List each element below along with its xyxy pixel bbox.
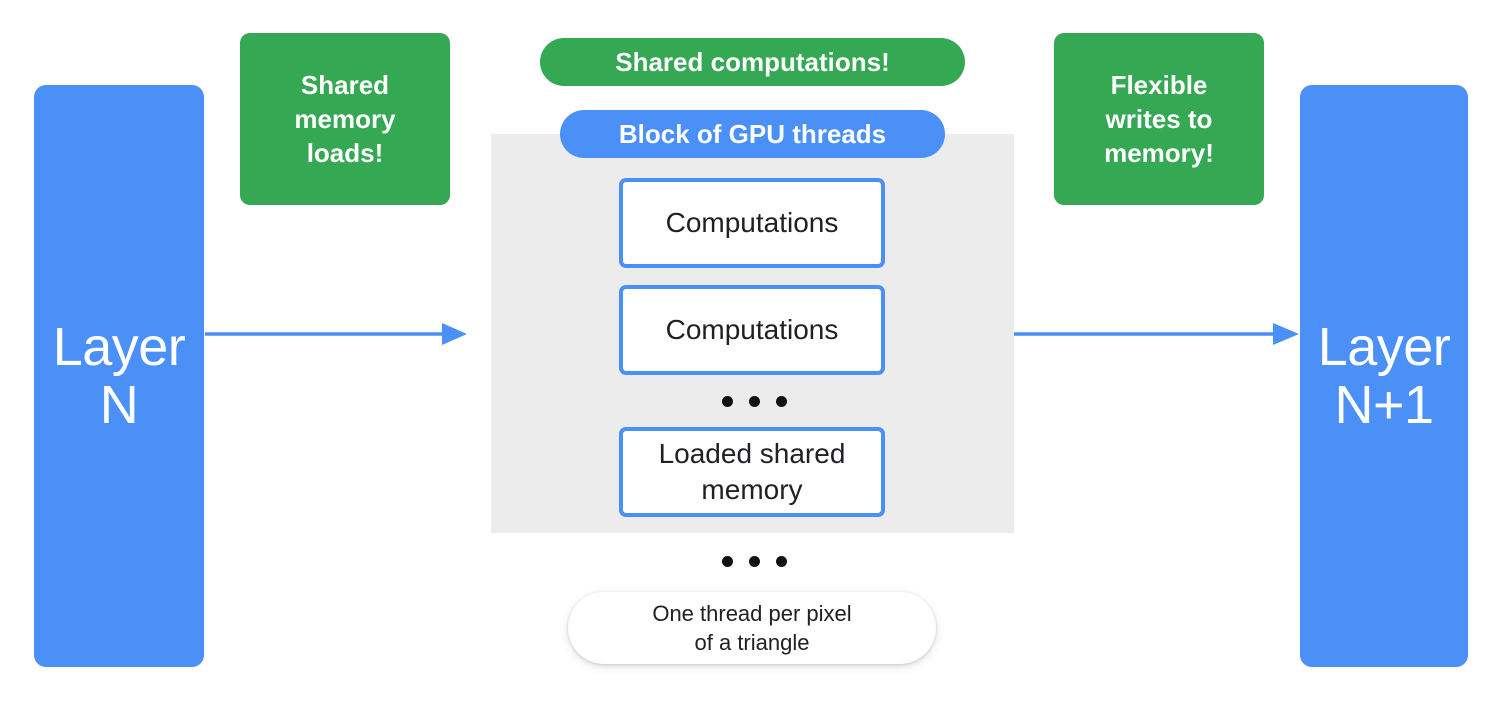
layer-n-label: Layer N (52, 316, 186, 435)
thread-box-computations-1: Computations (619, 178, 885, 268)
ellipsis-dot (749, 396, 760, 407)
ellipsis-threads-inner-icon (722, 396, 787, 407)
thread-box-loaded-line1: Loaded shared (658, 437, 846, 469)
arrow-layer-n-to-block-icon (205, 318, 470, 355)
pill-one-thread-per-pixel-label: One thread per pixel of a triangle (652, 599, 851, 658)
callout-right-line1: Flexible (1110, 69, 1208, 100)
pill-one-thread-line2: of a triangle (694, 630, 810, 655)
ellipsis-dot (749, 556, 760, 567)
ellipsis-dot (776, 396, 787, 407)
thread-box-loaded-shared-memory-label: Loaded shared memory (659, 436, 846, 509)
pill-shared-computations: Shared computations! (540, 38, 965, 86)
layer-n1-label-line2: N+1 (1334, 375, 1434, 435)
callout-right-line3: memory! (1104, 138, 1214, 169)
pill-block-of-gpu-threads: Block of GPU threads (560, 110, 945, 158)
ellipsis-dot (776, 556, 787, 567)
ellipsis-blocks-outer-icon (722, 556, 787, 567)
layer-n-block: Layer N (34, 85, 204, 667)
thread-box-computations-2-label: Computations (665, 313, 839, 345)
layer-n1-label: Layer N+1 (1317, 316, 1451, 435)
layer-n1-block: Layer N+1 (1300, 85, 1468, 667)
pill-one-thread-line1: One thread per pixel (652, 600, 852, 626)
ellipsis-dot (722, 556, 733, 567)
arrow-block-to-layer-n1-icon (1014, 318, 1304, 355)
thread-box-loaded-shared-memory: Loaded shared memory (619, 427, 885, 517)
callout-left-line3: loads! (306, 138, 384, 169)
ellipsis-dot (722, 396, 733, 407)
thread-box-computations-1-label: Computations (665, 206, 839, 238)
layer-n1-label-line1: Layer (1317, 316, 1451, 377)
pill-shared-computations-label: Shared computations! (615, 46, 890, 77)
callout-shared-memory-loads: Shared memory loads! (240, 33, 450, 205)
callout-flexible-writes-text: Flexible writes to memory! (1104, 68, 1214, 171)
callout-right-line2: writes to (1105, 103, 1213, 134)
callout-left-line2: memory (294, 103, 396, 134)
thread-box-computations-2: Computations (619, 285, 885, 375)
pill-block-of-gpu-threads-label: Block of GPU threads (618, 118, 887, 149)
callout-shared-memory-loads-text: Shared memory loads! (294, 68, 395, 171)
callout-flexible-writes-to-memory: Flexible writes to memory! (1054, 33, 1264, 205)
layer-n-label-line2: N (99, 375, 139, 435)
pill-one-thread-per-pixel: One thread per pixel of a triangle (568, 592, 936, 664)
layer-n-label-line1: Layer (52, 316, 186, 377)
thread-box-loaded-line2: memory (701, 474, 803, 505)
callout-left-line1: Shared (300, 69, 390, 100)
